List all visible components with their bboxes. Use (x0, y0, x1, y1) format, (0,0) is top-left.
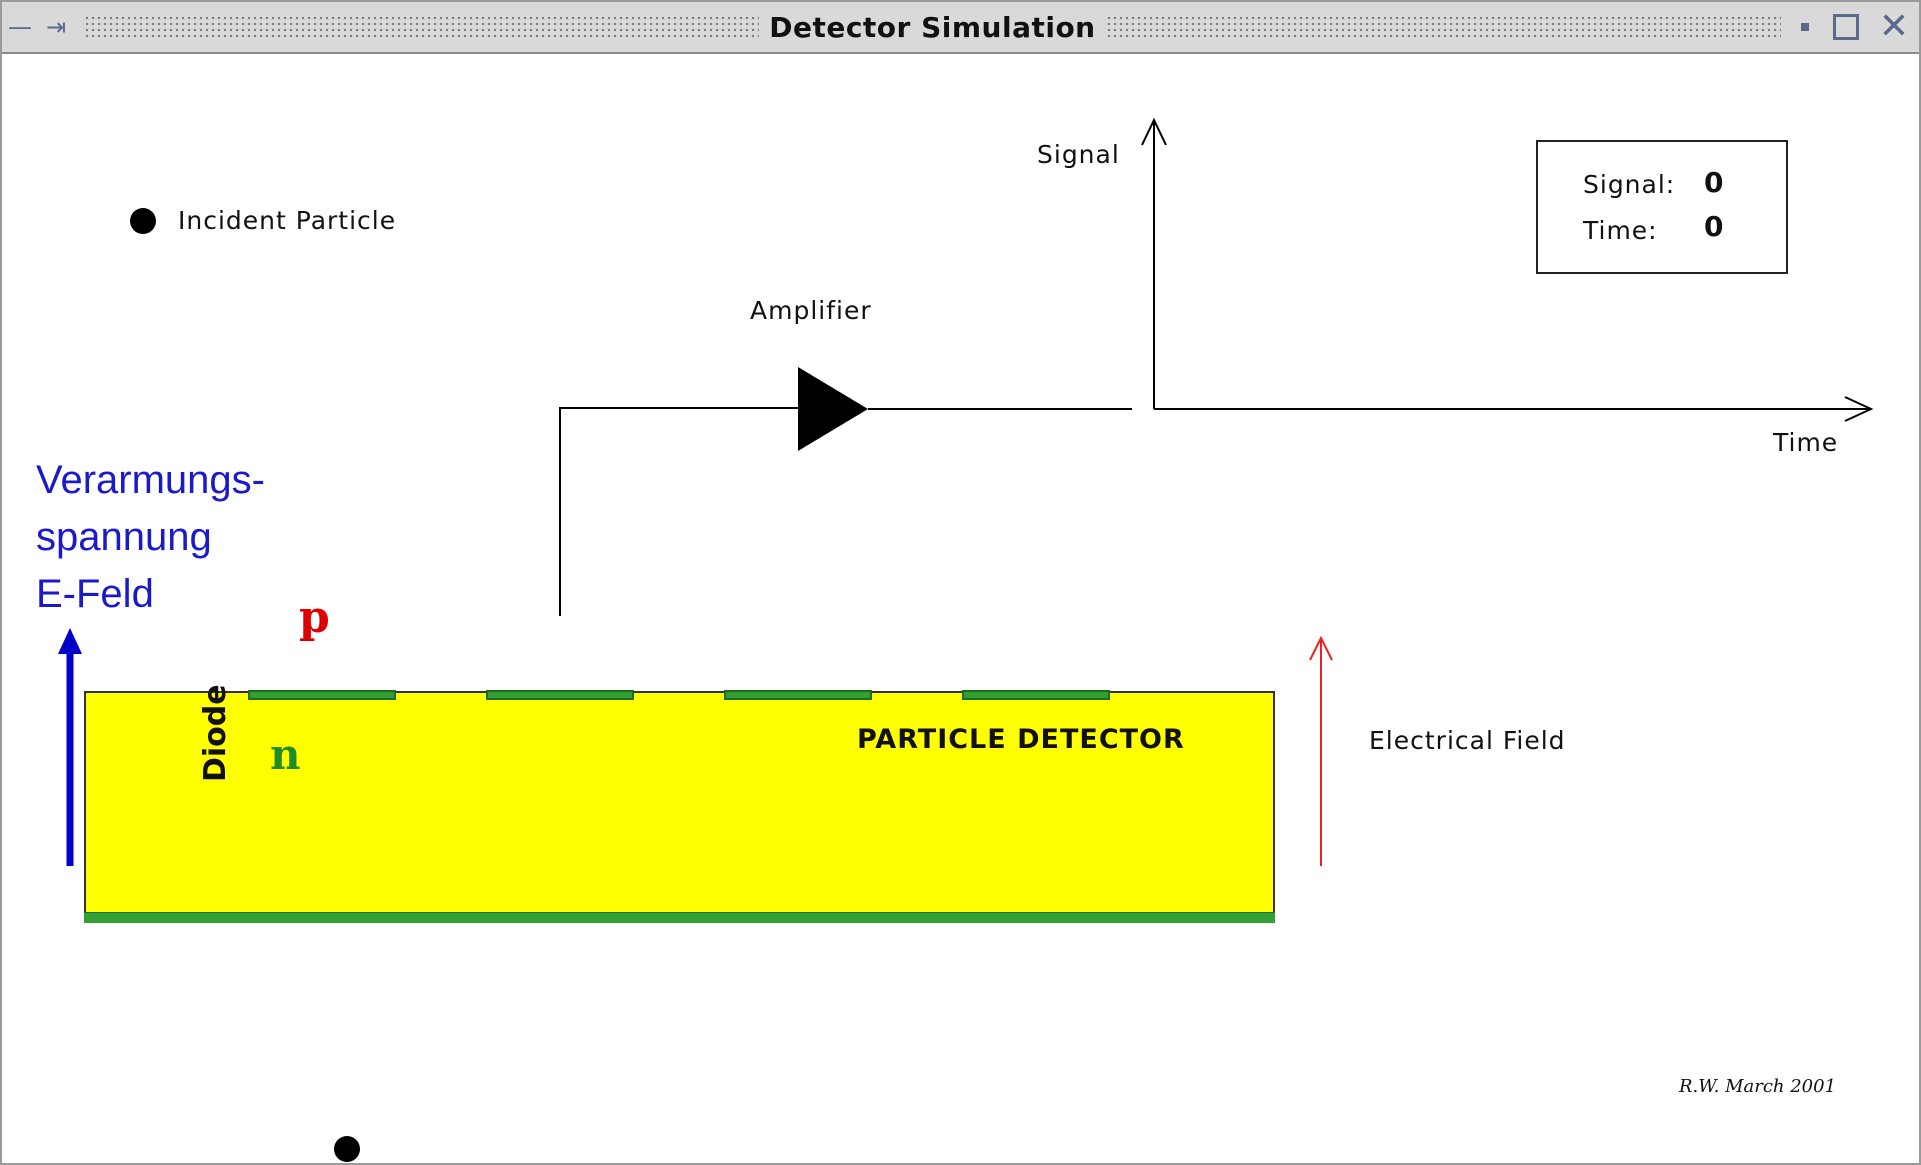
incident-particle-label: Incident Particle (178, 206, 397, 235)
title-bar[interactable]: — ⇥ Detector Simulation ✕ (2, 2, 1919, 54)
time-readout-label: Time: (1583, 216, 1658, 245)
n-label: n (270, 730, 301, 779)
annotation-line-3: E-Feld (36, 572, 154, 616)
p-contact-strip-2 (486, 690, 634, 700)
signal-axis-arrowhead (1141, 117, 1167, 146)
amplifier-label: Amplifier (750, 296, 872, 325)
annotation-line-1: Verarmungs- (36, 458, 265, 502)
time-readout-value: 0 (1704, 210, 1724, 243)
electrical-field-label: Electrical Field (1369, 726, 1566, 755)
signal-wire (559, 407, 802, 616)
window-title: Detector Simulation (769, 10, 1096, 44)
minimize-icon[interactable]: — (8, 13, 32, 41)
annotation-line-2: spannung (36, 515, 212, 559)
readout-box: Signal: 0 Time: 0 (1536, 140, 1788, 274)
detector-name-label: PARTICLE DETECTOR (857, 724, 1185, 755)
title-grip-right[interactable] (1105, 15, 1781, 39)
incident-particle[interactable] (334, 1136, 360, 1162)
particle-legend-dot (130, 208, 156, 234)
p-contact-strip-4 (962, 690, 1110, 700)
credit-label: R.W. March 2001 (1679, 1076, 1837, 1097)
close-icon[interactable]: ✕ (1878, 6, 1910, 47)
time-axis-label: Time (1773, 428, 1839, 457)
p-contact-strip-3 (724, 690, 872, 700)
n-contact-strip (84, 912, 1275, 923)
pin-icon[interactable]: ⇥ (45, 13, 67, 41)
shade-icon[interactable] (1800, 23, 1809, 31)
amplifier-icon (798, 367, 868, 451)
time-axis-arrowhead (1844, 396, 1874, 422)
signal-axis-label: Signal (1037, 140, 1120, 169)
signal-readout-label: Signal: (1583, 170, 1676, 199)
field-arrowhead (1309, 635, 1333, 661)
simulation-canvas[interactable]: Incident Particle Signal: 0 Time: 0 Sign… (2, 54, 1919, 1165)
depletion-arrowhead (58, 628, 82, 654)
maximize-icon[interactable] (1832, 14, 1859, 40)
p-label: p (299, 592, 330, 643)
circuit-drawing (58, 117, 1874, 866)
signal-readout-value: 0 (1704, 166, 1724, 199)
title-grip-left[interactable] (84, 15, 760, 39)
particle-detector-body (84, 691, 1275, 921)
p-contact-strip-1 (248, 690, 396, 700)
